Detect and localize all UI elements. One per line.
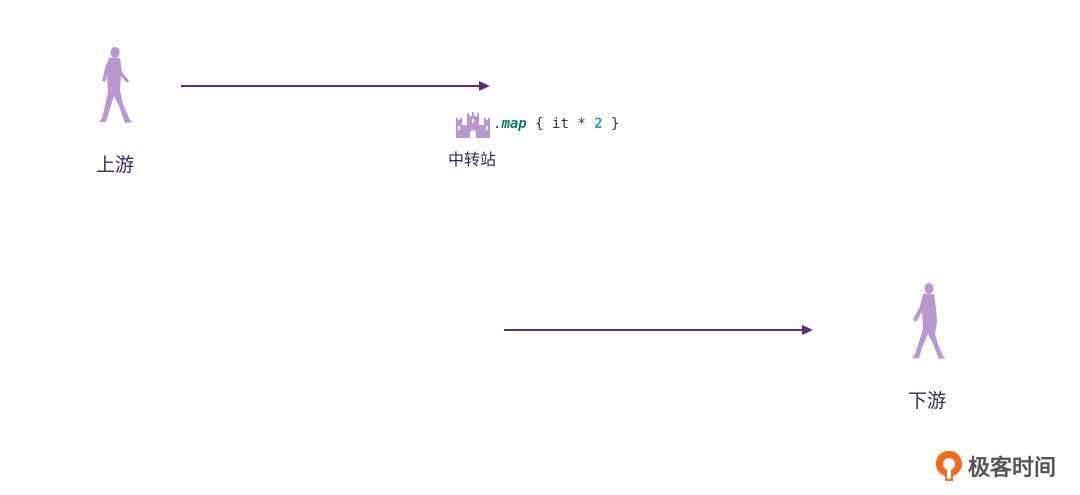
code-method: map: [501, 116, 527, 132]
code-open-brace: {: [526, 116, 553, 132]
code-dot: .: [493, 116, 502, 132]
geektime-logo-icon: [936, 451, 962, 481]
brand-text: 极客时间: [968, 456, 1057, 481]
upstream-walking-person-icon: [99, 47, 133, 123]
upstream-to-relay-arrow: [181, 81, 490, 91]
upstream-label: 上游: [96, 154, 135, 176]
relay-label: 中转站: [448, 150, 497, 169]
code-number: 2: [594, 116, 603, 132]
castle-icon: [456, 112, 490, 138]
map-code-snippet: .map { it * 2 }: [493, 116, 619, 132]
downstream-label: 下游: [908, 390, 947, 412]
brand-watermark: 极客时间: [934, 449, 1056, 483]
downstream-walking-person-icon: [912, 283, 946, 359]
code-body: it *: [552, 116, 595, 132]
code-close-brace: }: [602, 116, 620, 132]
relay-to-downstream-arrow: [504, 325, 813, 335]
